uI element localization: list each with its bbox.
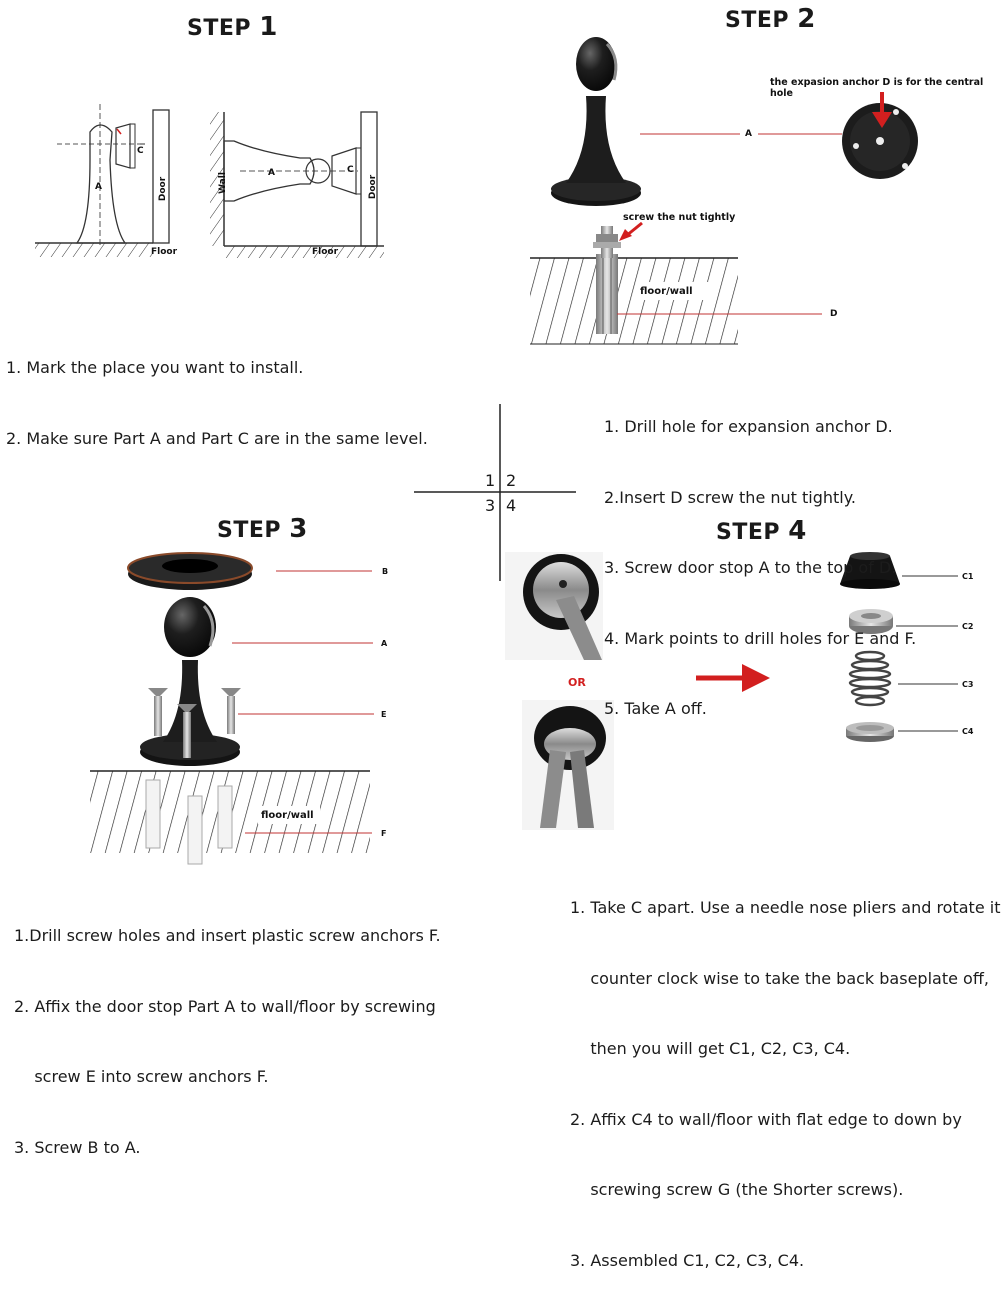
step1-instruction-1: 1. Mark the place you want to install. — [6, 358, 304, 377]
step3-instruction-3: 3. Screw B to A. — [14, 1137, 141, 1157]
step2-door-stop-a — [551, 37, 641, 206]
step4-instruction-1: 1. Take C apart. Use a needle nose plier… — [570, 898, 1001, 917]
quadrant-divider — [414, 404, 576, 581]
step3-title: STEP 3 — [217, 514, 308, 544]
step1-label-wall: Wall — [217, 172, 228, 194]
step1-instruction-2: 2. Make sure Part A and Part C are in th… — [6, 428, 428, 448]
diagram-canvas — [35, 37, 958, 865]
step2-note-nut: screw the nut tightly — [623, 212, 736, 223]
step3-screws-e — [148, 688, 241, 758]
step3-instruction-2: 2. Affix the door stop Part A to wall/fl… — [14, 996, 436, 1016]
step4-label-c3: C3 — [962, 680, 974, 689]
step3-instruction-2b: screw E into screw anchors F. — [14, 1067, 269, 1086]
step3-label-floor-wall: floor/wall — [261, 810, 314, 821]
step3-label-e: E — [381, 710, 387, 719]
step1-label-a: A — [95, 182, 102, 192]
step2-arrow-down-icon — [872, 92, 892, 128]
step4-arrow-right-icon — [696, 664, 770, 692]
step4-part-c3-spring — [848, 650, 892, 707]
step3-plastic-anchors-f — [145, 779, 233, 865]
step4-part-c4 — [846, 722, 894, 742]
step2-expansion-anchor-d — [593, 226, 621, 334]
step1-label-door2: Door — [368, 174, 379, 200]
step1-label-floor2: Floor — [312, 247, 339, 257]
step2-instruction-5: 5. Take A off. — [604, 699, 707, 718]
step1-label-floor: Floor — [151, 247, 178, 257]
step3-ring-b — [127, 552, 253, 590]
step4-instructions: 1. Take C apart. Use a needle nose plier… — [570, 849, 1000, 1296]
step2-label-a: A — [745, 129, 752, 139]
step1-floor-diagram — [35, 104, 170, 257]
step4-label-c2: C2 — [962, 622, 974, 631]
step4-label-c1: C1 — [962, 572, 974, 581]
step3-label-f: F — [381, 829, 387, 838]
quadrant-number-2: 2 — [506, 471, 517, 490]
step4-part-c1 — [840, 552, 900, 589]
step2-instructions: 1. Drill hole for expansion anchor D. 2.… — [604, 368, 916, 744]
quadrant-number-3: 3 — [485, 496, 496, 515]
step4-pliers-photo-bottom — [522, 700, 614, 830]
step2-instruction-3: 3. Screw door stop A to the top of D. — [604, 558, 897, 577]
quadrant-number-4: 4 — [506, 496, 517, 515]
step4-instruction-3: 3. Assembled C1, C2, C3, C4. — [570, 1250, 805, 1270]
step2-instruction-2: 2.Insert D screw the nut tightly. — [604, 487, 857, 507]
step1-label-c: C — [137, 146, 144, 156]
step3-label-a: A — [381, 639, 388, 648]
quadrant-number-1: 1 — [485, 471, 496, 490]
step1-wall-diagram — [210, 111, 384, 258]
step4-instruction-2: 2. Affix C4 to wall/floor with flat edge… — [570, 1109, 962, 1129]
step2-label-d: D — [830, 309, 838, 319]
step1-label-a2: A — [268, 168, 275, 178]
step2-title: STEP 2 — [725, 4, 816, 34]
step2-floor-section — [530, 257, 738, 345]
step2-instruction-1: 1. Drill hole for expansion anchor D. — [604, 417, 893, 436]
step4-title: STEP 4 — [716, 516, 807, 546]
step1-label-door: Door — [158, 176, 169, 202]
step4-instruction-1c: then you will get C1, C2, C3, C4. — [570, 1039, 851, 1058]
step4-pliers-photo-top — [505, 552, 603, 660]
step1-label-c2: C — [347, 165, 354, 175]
step2-note-anchor: the expasion anchor D is for the central… — [770, 77, 984, 99]
step4-or-label: OR — [568, 676, 586, 689]
step4-part-c2 — [849, 609, 893, 634]
step3-label-b: B — [382, 567, 389, 576]
step2-arrow-nut-icon — [619, 221, 643, 241]
step2-base-plate-top-view — [842, 103, 918, 179]
step4-instruction-2b: screwing screw G (the Shorter screws). — [570, 1180, 904, 1199]
step3-instruction-1: 1.Drill screw holes and insert plastic s… — [14, 926, 441, 945]
step4-label-c4: C4 — [962, 727, 974, 736]
step1-title: STEP 1 — [187, 12, 278, 42]
step2-label-floor-wall: floor/wall — [640, 286, 693, 297]
step2-instruction-4: 4. Mark points to drill holes for E and … — [604, 628, 917, 648]
step1-instructions: 1. Mark the place you want to install. 2… — [6, 309, 428, 474]
step3-instructions: 1.Drill screw holes and insert plastic s… — [14, 877, 441, 1183]
step4-instruction-1b: counter clock wise to take the back base… — [570, 968, 989, 988]
